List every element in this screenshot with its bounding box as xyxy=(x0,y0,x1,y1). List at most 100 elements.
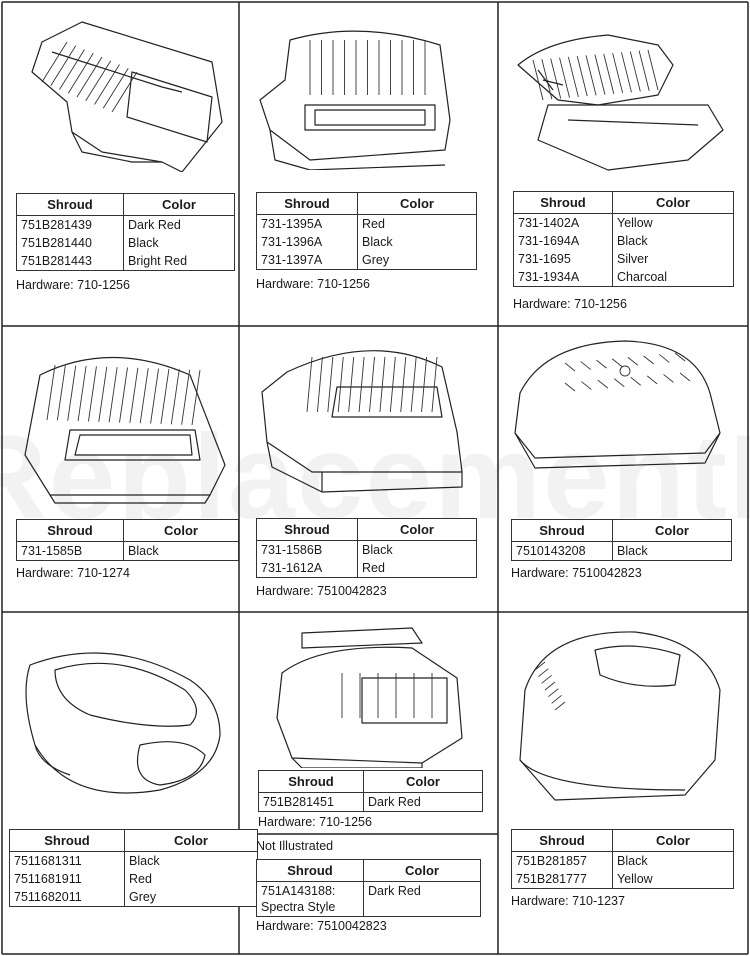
shroud-part-number: 731-1695 xyxy=(513,250,613,268)
shroud-part-number: 7511681911 xyxy=(9,870,125,888)
color-column-header: Color xyxy=(612,191,734,214)
hardware-label: Hardware: 710-1256 xyxy=(258,815,372,829)
shroud-column-header: Shroud xyxy=(256,518,358,541)
shroud-part-number: 751A143188:Spectra Style xyxy=(256,881,364,917)
shroud-column-header: Shroud xyxy=(16,193,124,216)
color-column-header: Color xyxy=(357,192,477,215)
shroud-color: Bright Red xyxy=(128,254,188,268)
shroud-column-header: Shroud xyxy=(256,192,358,215)
shroud-color: Dark Red xyxy=(368,795,421,809)
shroud-part-number: 731-1397A xyxy=(256,251,358,270)
table-row: 7510143208 Black xyxy=(511,541,732,561)
shroud-column-header: Shroud xyxy=(9,829,125,852)
table-row: 731-1585B Black xyxy=(16,541,239,561)
table-row: 751B281440 Black xyxy=(16,234,235,252)
hardware-label: Hardware: 7510042823 xyxy=(256,919,387,933)
table-row: 7511681911 Red xyxy=(9,870,258,888)
color-column-header: Color xyxy=(612,519,732,542)
color-column-header: Color xyxy=(612,829,734,852)
shroud-color: Yellow xyxy=(617,216,653,230)
shroud-color: Black xyxy=(128,544,159,558)
shroud-part-number: 731-1402A xyxy=(513,213,613,232)
table-row: 731-1402A Yellow xyxy=(513,213,734,232)
shroud-part-number: 7510143208 xyxy=(511,541,613,561)
shroud-color: Silver xyxy=(617,252,649,266)
shroud-part-number: 731-1395A xyxy=(256,214,358,233)
shroud-color: Black xyxy=(129,854,160,868)
hardware-label: Hardware: 7510042823 xyxy=(511,566,642,580)
hardware-label: Hardware: 710-1256 xyxy=(16,278,130,292)
shroud-color: Black xyxy=(128,236,159,250)
shroud-part-number: 751B281857 xyxy=(511,851,613,870)
shroud-color: Red xyxy=(362,217,385,231)
shroud-ring-icon xyxy=(25,652,221,794)
shroud-color: Grey xyxy=(129,890,157,904)
table-row: 731-1396A Black xyxy=(256,233,477,251)
shroud-color: Black xyxy=(362,235,393,249)
table-row: 731-1395A Red xyxy=(256,214,477,233)
shroud-grille-top-icon xyxy=(517,34,724,171)
hardware-label: Hardware: 710-1256 xyxy=(513,297,627,311)
shroud-part-number: 751B281440 xyxy=(16,234,124,252)
shroud-part-number: 731-1396A xyxy=(256,233,358,251)
shroud-color: Yellow xyxy=(617,872,653,886)
color-column-header: Color xyxy=(124,829,258,852)
shroud-boxed-ribbed-icon xyxy=(261,350,463,493)
table-row: 731-1586B Black xyxy=(256,540,477,559)
shroud-column-header: Shroud xyxy=(258,770,364,793)
shroud-part-number: 7511681311 xyxy=(9,851,125,870)
shroud-part-number: 731-1934A xyxy=(513,268,613,287)
shroud-part-number: 751B281777 xyxy=(511,870,613,889)
shroud-color: Black xyxy=(617,234,648,248)
hardware-label: Hardware: 7510042823 xyxy=(256,584,387,598)
shroud-color: Red xyxy=(362,561,385,575)
shroud-part-number: 7511682011 xyxy=(9,888,125,907)
color-column-header: Color xyxy=(357,518,477,541)
shroud-column-header: Shroud xyxy=(511,519,613,542)
shroud-part-number: 731-1585B xyxy=(16,541,124,561)
shroud-part-number: 731-1586B xyxy=(256,540,358,559)
color-column-header: Color xyxy=(363,770,483,793)
shroud-column-header: Shroud xyxy=(256,859,364,882)
shroud-ribbed-window-icon xyxy=(259,30,451,170)
shroud-color: Charcoal xyxy=(617,270,668,284)
hardware-label: Hardware: 710-1256 xyxy=(256,277,370,291)
shroud-color: Red xyxy=(129,872,152,886)
shroud-color: Dark Red xyxy=(128,218,181,232)
table-row: 731-1934A Charcoal xyxy=(513,268,734,287)
table-row: 7511682011 Grey xyxy=(9,888,258,907)
table-row: 751B281777 Yellow xyxy=(511,870,734,889)
shroud-part-number: 751B281439 xyxy=(16,215,124,234)
shroud-part-number: 731-1694A xyxy=(513,232,613,250)
table-row: 731-1397A Grey xyxy=(256,251,477,270)
hardware-label: Hardware: 710-1237 xyxy=(511,894,625,908)
table-row: 751B281443 Bright Red xyxy=(16,252,235,271)
shroud-color: Grey xyxy=(362,253,390,267)
shroud-color: Black xyxy=(617,544,648,558)
shroud-color: Black xyxy=(362,543,393,557)
shroud-part-number: 751B281443 xyxy=(16,252,124,271)
shroud-large-ribbed-icon xyxy=(24,357,226,504)
color-column-header: Color xyxy=(123,193,235,216)
shroud-column-header: Shroud xyxy=(513,191,613,214)
table-row: 731-1695 Silver xyxy=(513,250,734,268)
shroud-column-header: Shroud xyxy=(16,519,124,542)
color-column-header: Color xyxy=(363,859,481,882)
table-row: 731-1694A Black xyxy=(513,232,734,250)
